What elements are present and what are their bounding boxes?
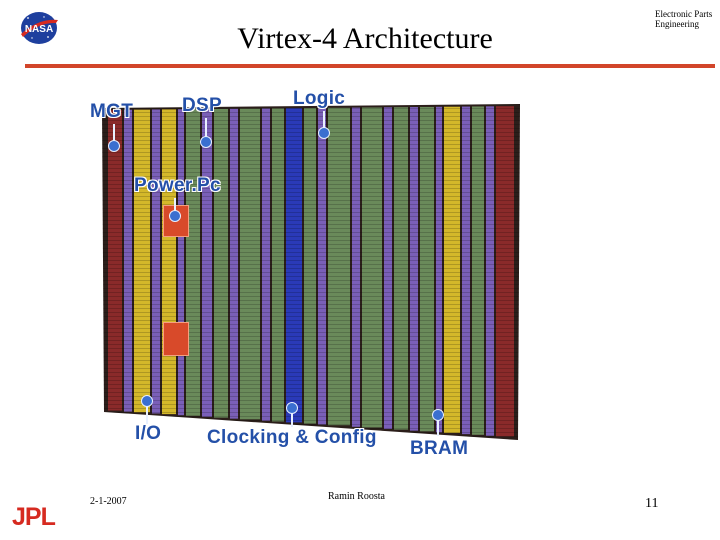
die-texture [102, 104, 520, 440]
jpl-logo: JPL [12, 503, 57, 530]
footer-author: Ramin Roosta [328, 491, 385, 502]
powerpc-pin-stem [174, 198, 176, 212]
bram-label: BRAM [410, 438, 469, 459]
nasa-logo-text: NASA [25, 24, 53, 35]
nasa-logo: NASA [21, 12, 58, 44]
io-pin-stem [146, 406, 148, 424]
page-number: 11 [645, 496, 659, 511]
powerpc-block-2 [163, 322, 189, 356]
powerpc-label: Power.Pc [134, 175, 221, 196]
logic-label: Logic [293, 88, 346, 109]
bram-pin-stem [437, 420, 439, 436]
mgt-pin [108, 140, 120, 152]
virtex4-die-image [102, 104, 520, 440]
clocking-label: Clocking & Config [207, 427, 377, 448]
clocking-pin-stem [291, 413, 293, 427]
jpl-logo-text: JPL [12, 503, 56, 530]
logic-pin [318, 127, 330, 139]
footer-date: 2-1-2007 [90, 496, 127, 507]
logic-pin-stem [323, 111, 325, 129]
mgt-pin-stem [113, 124, 115, 142]
powerpc-pin [169, 210, 181, 222]
dsp-pin [200, 136, 212, 148]
mgt-label: MGT [90, 101, 134, 122]
slide-title: Virtex-4 Architecture [237, 22, 493, 55]
department-label: Electronic Parts Engineering [655, 9, 713, 29]
dsp-label: DSP [182, 95, 222, 116]
io-label: I/O [135, 423, 162, 444]
header-rule [25, 64, 715, 68]
dsp-pin-stem [205, 118, 207, 138]
